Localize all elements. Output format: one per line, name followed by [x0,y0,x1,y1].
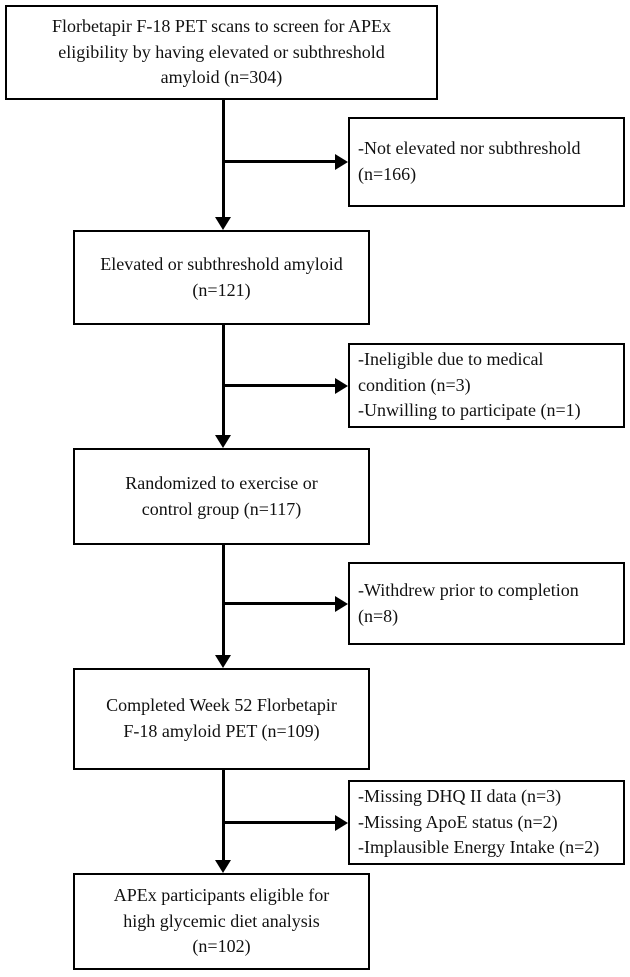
node-text-line: -Not elevated nor subthreshold [358,138,581,159]
connector-screening-to-elevated [222,100,225,217]
node-text-line: eligibility by having elevated or subthr… [58,41,385,62]
node-text-line: -Missing DHQ II data (n=3) [358,786,562,807]
arrowhead-down-icon [215,655,231,668]
node-text-line: APEx participants eligible for [113,885,330,906]
branch-to-excl-not-elevated [222,160,335,163]
node-text-line: -Withdrew prior to completion [358,579,579,600]
branch-to-excl-withdrew [222,602,335,605]
node-excl-missing: -Missing DHQ II data (n=3) -Missing ApoE… [348,780,625,865]
arrowhead-down-icon [215,435,231,448]
node-text-line: (n=121) [192,279,251,300]
connector-completed-to-eligible [222,770,225,860]
node-excl-not-elevated: -Not elevated nor subthreshold (n=166) [348,117,625,207]
node-elevated: Elevated or subthreshold amyloid (n=121) [73,230,370,325]
node-randomized: Randomized to exercise or control group … [73,448,370,545]
arrowhead-right-icon [335,154,348,170]
arrowhead-right-icon [335,378,348,394]
connector-randomized-to-completed [222,545,225,655]
node-text-line: F-18 amyloid PET (n=109) [123,721,320,741]
node-completed: Completed Week 52 Florbetapir F-18 amylo… [73,668,370,770]
node-text-line: Completed Week 52 Florbetapir [106,695,337,716]
node-text-line: -Ineligible due to medical [358,349,544,370]
node-excl-ineligible: -Ineligible due to medical condition (n=… [348,343,625,428]
arrowhead-down-icon [215,217,231,230]
arrowhead-down-icon [215,860,231,873]
branch-to-excl-ineligible [222,384,335,387]
node-text-line: -Missing ApoE status (n=2) [358,811,558,832]
node-text-line: -Unwilling to participate (n=1) [358,400,581,421]
node-screening: Florbetapir F-18 PET scans to screen for… [5,5,438,100]
node-text-line: (n=8) [358,605,399,626]
node-eligible: APEx participants eligible for high glyc… [73,873,370,970]
arrowhead-right-icon [335,596,348,612]
node-text-line: -Implausible Energy Intake (n=2) [358,837,600,858]
node-text-line: (n=102) [192,936,251,957]
node-text-line: control group (n=117) [141,498,302,519]
node-text-line: Florbetapir F-18 PET scans to screen for… [51,16,392,37]
node-text-line: Elevated or subthreshold amyloid [100,253,343,274]
node-text-line: Randomized to exercise or [125,472,318,493]
node-text-line: high glycemic diet analysis [123,910,320,931]
node-text-line: amyloid (n=304) [160,67,283,88]
node-text-line: (n=166) [358,164,417,184]
connector-elevated-to-randomized [222,325,225,435]
branch-to-excl-missing [222,821,335,824]
node-text-line: condition (n=3) [358,374,471,395]
node-excl-withdrew: -Withdrew prior to completion (n=8) [348,562,625,645]
arrowhead-right-icon [335,815,348,831]
